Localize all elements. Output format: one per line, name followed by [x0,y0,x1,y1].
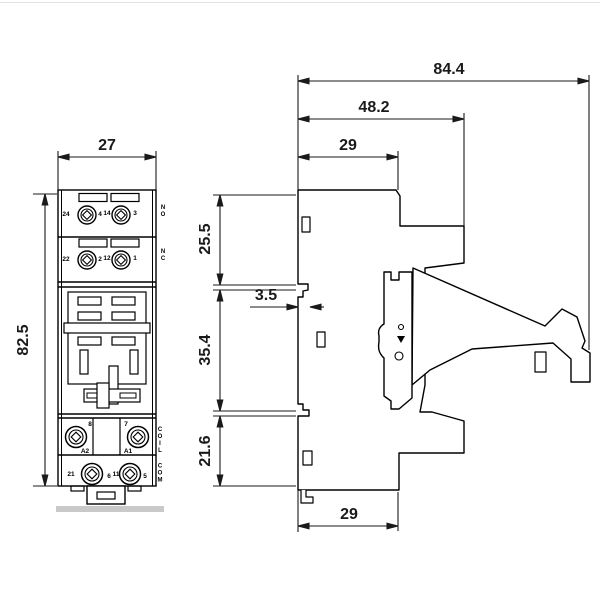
scan-artifact-line [0,2,600,3]
arrowhead [309,303,322,311]
terminal-label-21: 21 [67,470,75,478]
dim-label-height-middle: 35.4 [197,334,214,366]
terminal-label-a1: A1 [123,447,133,455]
clip-unlock-symbol [397,323,405,331]
pin-label-5: 5 [143,472,147,480]
arrowhead [297,522,310,530]
arrowhead [577,77,590,85]
clip-lock-symbol [394,351,404,361]
terminal-label-12: 12 [103,254,111,262]
pin-label-1: 1 [133,254,137,262]
arrowhead [57,153,70,161]
retaining-clip-side [377,271,413,410]
pin-label-3: 3 [133,209,137,217]
pin-label-6: 6 [107,472,111,480]
pin-label-2: 2 [98,255,102,263]
wire-entry-window [78,192,108,203]
contact-slot [111,296,136,306]
arrowhead [216,474,224,487]
release-tab-slot [96,491,116,500]
clip-arrow-symbol [397,336,405,343]
contact-label-com: COM [157,463,163,485]
dim-label-front-width: 27 [98,137,116,154]
dimension-lines [33,75,590,532]
foot [70,485,85,492]
arrowhead [216,289,224,302]
dim-label-rail-lip: 3.5 [254,287,278,304]
arrowhead [297,153,310,161]
dim-label-depth-top: 29 [339,137,357,154]
front-view [56,189,164,512]
dim-label-depth-total: 84.4 [433,61,465,78]
terminal-label-14: 14 [103,209,111,217]
dim-label-depth-bottom: 29 [340,506,358,523]
terminal-label-a2: A2 [80,447,90,455]
dim-label-depth-upper: 48.2 [358,99,390,116]
terminal-label-22: 22 [62,255,70,263]
arrowhead [216,415,224,428]
pin-label-8: 8 [88,420,92,428]
shadow-band [56,506,164,512]
terminal-screw-a2 [64,425,88,449]
terminal-label-24: 24 [62,210,70,218]
contact-slot [77,296,102,306]
wire-entry-window [110,238,140,248]
arrowhead [41,193,49,206]
slider-latch [96,382,110,409]
pin-label-7: 7 [124,420,128,428]
foot [127,485,142,492]
contact-slot [111,336,136,346]
arrowhead [41,474,49,487]
side-view [297,189,591,504]
contact-slot [77,336,102,346]
arrowhead [144,153,157,161]
contact-slot [111,311,136,321]
terminal-screw-14 [111,205,131,225]
arrowhead [297,115,310,123]
arrowhead [297,77,310,85]
contact-slot [77,311,102,321]
wire-entry-window [110,192,140,203]
arrowhead [216,273,224,286]
terminal-screw-24 [77,205,97,225]
guide-slot [79,349,89,375]
slider-slot [119,392,137,399]
side-window [301,216,311,233]
cross-bar [63,322,151,334]
arrowhead [286,303,299,311]
arrowhead [216,399,224,412]
wire-entry-window [78,238,108,248]
lever-slot [534,351,547,373]
release-lever [411,267,591,386]
contact-label-nc: NC [160,249,166,263]
side-window [302,450,313,466]
arrowhead [216,194,224,207]
arrowhead [386,153,399,161]
dim-label-height-upper: 25.5 [197,223,214,255]
guide-slot [129,349,139,375]
contact-label-coil: COIL [157,427,163,455]
arrowhead [386,522,399,530]
terminal-screw-12 [111,250,131,270]
pin-label-4: 4 [98,210,102,218]
dim-label-height-lower: 21.6 [197,435,214,467]
side-window [316,331,326,348]
terminal-label-11: 11 [112,470,120,478]
terminal-screw-22 [77,250,97,270]
terminal-screw-21 [80,462,104,486]
contact-label-no: NO [160,205,166,219]
terminal-screw-a1 [126,425,150,449]
arrowhead [452,115,465,123]
dim-label-front-height: 82.5 [15,324,32,356]
retaining-slider [83,388,141,403]
release-tab [86,485,126,505]
terminal-screw-11 [118,462,142,486]
rail-bottom-hook [300,490,314,504]
